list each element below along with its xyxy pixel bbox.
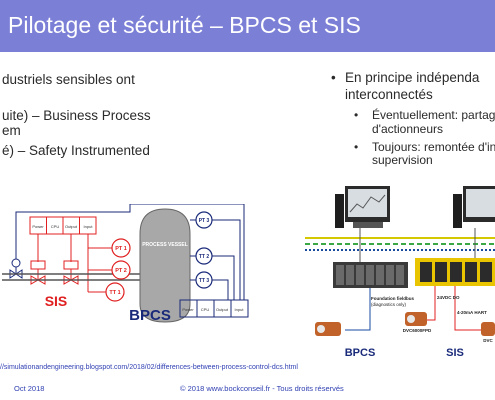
right-bullet-marker: • xyxy=(331,70,336,85)
bpcs-controller-rack xyxy=(333,262,408,288)
label-dvc6000fpd: DVC6000FPD xyxy=(403,328,432,333)
source-link[interactable]: //simulationandengineering.blogspot.com/… xyxy=(0,364,298,371)
bpcs-box-label-output: Output xyxy=(216,307,229,312)
tag-pt1: PT 1 xyxy=(115,246,127,252)
footer-date: Oct 2018 xyxy=(14,384,45,393)
tag-tt1: TT 1 xyxy=(109,290,120,296)
right-sub-2-line-2: supervision xyxy=(372,153,433,167)
tag-pt2: PT 2 xyxy=(115,268,127,274)
left-bullet-line-4: é) – Safety Instrumented xyxy=(2,143,150,158)
footer-copyright: © 2018 www.bockconseil.fr - Tous droits … xyxy=(180,384,344,393)
sis-bpcs-diagram: Power CPU Output Input PT 1 PT 2 TT 1 xyxy=(2,204,249,324)
field-wiring xyxy=(345,286,483,331)
bpcs-box-label-power: Power xyxy=(182,307,194,312)
right-sub-2-line-1: Toujours: remontée d'in xyxy=(372,140,495,154)
slide-title: Pilotage et sécurité – BPCS et SIS xyxy=(8,12,361,38)
tag-tt2: TT 2 xyxy=(199,254,209,260)
label-dvc: DVC xyxy=(483,338,493,343)
bpcs-label: BPCS xyxy=(129,307,171,324)
label-diagnostics: (diagnostics only) xyxy=(371,302,407,307)
title-bar: Pilotage et sécurité – BPCS et SIS xyxy=(0,0,495,52)
valve-positioners xyxy=(315,312,495,336)
label-fieldbus: Foundation fieldbus xyxy=(371,296,414,301)
left-bullet-line-1: dustriels sensibles ont xyxy=(2,72,135,87)
sis-controller-box: Power CPU Output Input xyxy=(29,216,97,235)
label-24vdc: 24VDC DO xyxy=(437,295,460,300)
workstation-bpcs xyxy=(335,186,390,228)
sis-box-label-power: Power xyxy=(32,224,44,229)
network-buses xyxy=(305,228,495,262)
right-sub-marker-2: • xyxy=(354,140,359,154)
right-sub-1-line-1: Éventuellement: partag xyxy=(372,108,495,122)
sis-wiring xyxy=(37,234,112,293)
network-architecture-diagram: Foundation fieldbus (diagnostics only) 2… xyxy=(305,186,495,359)
right-sub-1-line-2: d'actionneurs xyxy=(372,122,444,136)
tag-pt3: PT 3 xyxy=(199,218,210,224)
tag-tt3: TT 3 xyxy=(199,278,209,284)
sis-box-label-cpu: CPU xyxy=(51,224,60,229)
bpcs-transmitters: PT 3 TT 2 TT 3 xyxy=(15,204,245,300)
right-bullet-line-2: interconnectés xyxy=(345,87,433,102)
network-sis-label: SIS xyxy=(446,347,464,359)
right-sub-marker-1: • xyxy=(354,108,359,122)
process-vessel: PROCESS VESSEL xyxy=(139,208,191,323)
sis-box-label-output: Output xyxy=(65,224,78,229)
sis-box-label-input: Input xyxy=(84,224,94,229)
sis-transmitters: PT 1 PT 2 TT 1 xyxy=(105,238,131,302)
bpcs-box-label-input: Input xyxy=(235,307,245,312)
label-hart: 4-20mA HART xyxy=(457,310,487,315)
bpcs-box-label-cpu: CPU xyxy=(201,307,210,312)
right-bullet-line-1: En principe indépenda xyxy=(345,70,480,85)
bpcs-controller-box: Power CPU Output Input xyxy=(179,299,249,318)
left-bullet-line-2: uite) – Business Process xyxy=(2,108,151,123)
left-bullet-line-3: em xyxy=(2,123,21,138)
workstation-sis xyxy=(453,186,495,228)
vessel-label: PROCESS VESSEL xyxy=(142,242,188,248)
network-bpcs-label: BPCS xyxy=(345,347,376,359)
sis-controller-rack xyxy=(415,258,495,286)
sis-label: SIS xyxy=(45,293,68,309)
